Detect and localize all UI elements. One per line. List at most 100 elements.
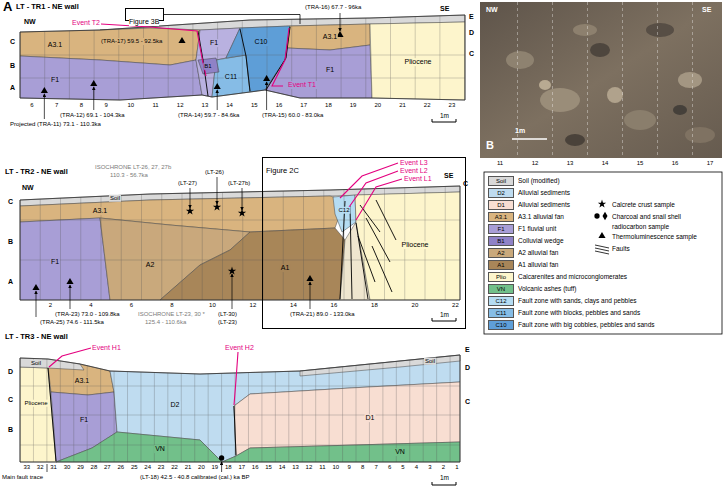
grid-line bbox=[329, 350, 330, 462]
grid-line bbox=[302, 350, 303, 462]
sample-symbol bbox=[594, 213, 599, 218]
legend-swatch: C11 bbox=[488, 308, 514, 318]
sample-symbol bbox=[602, 212, 607, 221]
pliocene-unit bbox=[370, 22, 465, 100]
grid-line bbox=[275, 350, 276, 462]
unit-label: F1 bbox=[79, 416, 89, 424]
legend-text: Fault zone with blocks, pebbles and sand… bbox=[518, 308, 640, 318]
row-label: B bbox=[8, 238, 13, 246]
grid-number: 27 bbox=[104, 464, 111, 471]
unit-label: F1 bbox=[209, 39, 219, 47]
unit-label: VN bbox=[154, 445, 166, 453]
scale-label: 1m bbox=[440, 311, 449, 318]
grid-number: 2 bbox=[49, 302, 52, 309]
grid-line bbox=[364, 180, 365, 300]
grid-line bbox=[140, 350, 141, 462]
grid-number: 7 bbox=[374, 464, 377, 471]
grid-number: 15 bbox=[251, 102, 258, 109]
grid-line bbox=[20, 386, 466, 387]
grid-number: 12 bbox=[250, 302, 257, 309]
grid-number: 24 bbox=[144, 464, 151, 471]
grid-number: 21 bbox=[399, 102, 406, 109]
grid-number: 20 bbox=[374, 102, 381, 109]
grid-number: 16 bbox=[331, 302, 338, 309]
date-label: (LT-27b) bbox=[228, 180, 250, 187]
unit-label: A2 bbox=[145, 261, 156, 269]
grid-number: 11 bbox=[319, 464, 325, 471]
row-label: C bbox=[465, 398, 470, 406]
legend-text: Charcoal and snail shell radiocarbon sam… bbox=[612, 212, 716, 232]
grid-number: 31 bbox=[50, 464, 57, 471]
grid-line bbox=[161, 180, 162, 300]
grid-number: 29 bbox=[77, 464, 84, 471]
photo-label: SE bbox=[702, 6, 711, 14]
date-label: (TRA-15) 60.0 - 83.0ka bbox=[262, 112, 323, 119]
unit-code: D1 bbox=[489, 201, 513, 210]
trench-outline bbox=[20, 186, 460, 300]
trench-outline bbox=[20, 355, 460, 462]
scale-label: 1m bbox=[440, 474, 449, 481]
b1-unit bbox=[198, 58, 219, 74]
grid-number: 18 bbox=[325, 102, 332, 109]
row-label: B bbox=[10, 62, 15, 70]
grid-line bbox=[194, 350, 195, 462]
grid-number: 4 bbox=[89, 302, 92, 309]
unit-label: F1 bbox=[325, 66, 335, 74]
grid-number: 16 bbox=[252, 464, 259, 471]
grid-number: 15 bbox=[265, 464, 272, 471]
fault-line bbox=[366, 218, 390, 262]
trench-title: LT - TR2 - NE wall bbox=[5, 168, 68, 176]
unit-code: C12 bbox=[489, 297, 513, 306]
row-label: C bbox=[469, 50, 474, 58]
unit-label: Soil bbox=[424, 358, 436, 365]
legend-text: Colluvial wedge bbox=[518, 236, 564, 246]
legend-swatch: D2 bbox=[488, 188, 514, 198]
grid-number: 9 bbox=[348, 464, 351, 471]
panel-label: A bbox=[3, 0, 12, 14]
grid-number: 26 bbox=[117, 464, 124, 471]
grid-number: 22 bbox=[424, 102, 431, 109]
grid-number: 14 bbox=[279, 464, 286, 471]
sample-symbol bbox=[178, 37, 185, 43]
unit-label: C12 bbox=[337, 207, 350, 214]
fault-line bbox=[340, 201, 345, 299]
date-label: (LT-23) bbox=[218, 319, 237, 326]
grid-number: 10 bbox=[332, 464, 339, 471]
trench-grid bbox=[20, 10, 466, 102]
a31-unit bbox=[287, 24, 370, 50]
photo-grid bbox=[692, 2, 693, 158]
figure-bracket bbox=[164, 15, 300, 25]
fault-line bbox=[240, 29, 250, 91]
photo-label: 1m bbox=[515, 127, 525, 135]
f1-unit bbox=[265, 45, 372, 98]
scale-label: 1m bbox=[440, 112, 449, 119]
legend-text: A3.1 alluvial fan bbox=[518, 212, 564, 222]
grid-line bbox=[303, 180, 304, 300]
direction-label: NW bbox=[22, 184, 34, 192]
legend-text: Fault zone with sands, clays and pebbles bbox=[518, 296, 637, 306]
scale-bar bbox=[432, 482, 456, 485]
unit-label: A3.1 bbox=[74, 377, 90, 385]
unit-code: A1 bbox=[489, 261, 513, 270]
trench-title: LT - TR1 - NE wall bbox=[16, 3, 79, 11]
event-trace bbox=[101, 24, 206, 76]
grid-line bbox=[390, 10, 391, 102]
grid-line bbox=[425, 180, 426, 300]
event-label: Event T1 bbox=[287, 81, 317, 89]
grid-number: 12 bbox=[532, 160, 539, 167]
fault-line bbox=[376, 200, 396, 240]
unit-label: D1 bbox=[365, 414, 376, 422]
isochrone-label: 110.3 - 56.7ka bbox=[110, 172, 148, 179]
unit-label: VN bbox=[394, 448, 406, 456]
legend-text: Alluvial sediments bbox=[518, 188, 570, 198]
sample-symbol bbox=[598, 232, 605, 238]
legend-text: Calcrete crust sample bbox=[612, 200, 716, 210]
legend-swatch: D1 bbox=[488, 200, 514, 210]
grid-number: 6 bbox=[30, 102, 33, 109]
grid-line bbox=[20, 445, 466, 446]
unit-code: VN bbox=[489, 285, 513, 294]
grid-number: 12 bbox=[177, 102, 184, 109]
scale-bar bbox=[432, 119, 456, 122]
row-label: D bbox=[8, 368, 13, 376]
legend-swatch: B1 bbox=[488, 236, 514, 246]
